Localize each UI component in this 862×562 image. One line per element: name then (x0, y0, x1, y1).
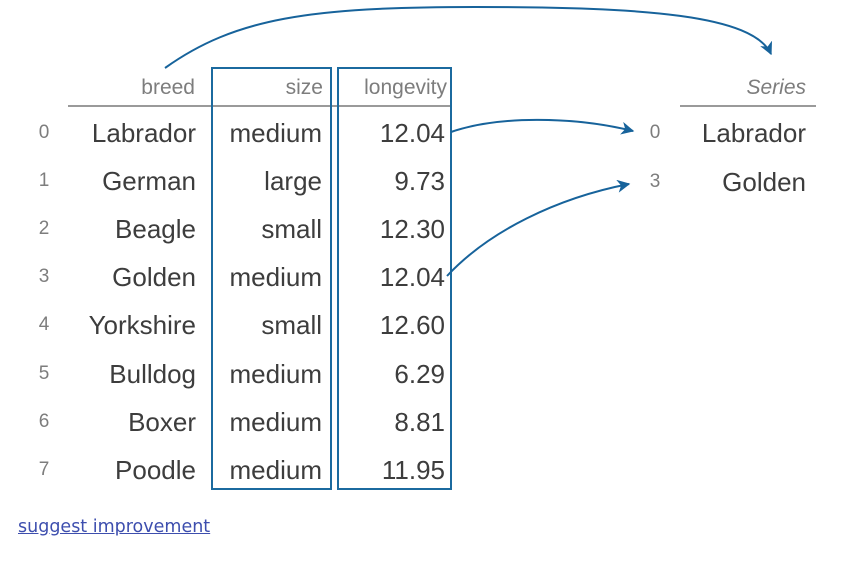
df-cell-size: medium (229, 118, 322, 148)
curved-arrow-breed-to-series-icon (164, 5, 772, 69)
df-cell-breed: Golden (112, 262, 196, 292)
suggest-improvement-link[interactable]: suggest improvement (18, 517, 211, 537)
df-cell-size: small (261, 310, 322, 340)
df-cell-size: large (264, 166, 322, 196)
df-cell-breed: Yorkshire (88, 310, 196, 340)
dataframe-header-rule (68, 105, 452, 107)
df-cell-longevity: 12.60 (379, 310, 445, 340)
df-cell-longevity: 9.73 (394, 166, 445, 196)
df-row-index: 2 (38, 218, 50, 239)
df-row-index: 7 (38, 459, 50, 480)
df-cell-size: medium (229, 262, 322, 292)
df-cell-breed: Boxer (128, 407, 196, 437)
series-row-index: 0 (649, 122, 661, 143)
df-row-index: 4 (38, 314, 50, 335)
df-cell-longevity: 12.04 (379, 118, 445, 148)
df-row-index: 1 (38, 170, 50, 191)
series-header-rule (680, 105, 816, 107)
df-cell-longevity: 8.81 (394, 407, 445, 437)
df-row-index: 0 (38, 122, 50, 143)
df-row-index: 3 (38, 266, 50, 287)
curved-arrow-row3-to-series-icon (446, 179, 631, 277)
series-cell-value: Golden (722, 167, 806, 197)
df-cell-longevity: 11.95 (381, 455, 445, 485)
df-cell-longevity: 12.30 (379, 214, 445, 244)
df-cell-size: small (261, 214, 322, 244)
df-cell-breed: Beagle (115, 214, 196, 244)
series-row-index: 3 (649, 171, 661, 192)
df-cell-breed: Bulldog (109, 359, 196, 389)
df-row-index: 6 (38, 411, 50, 432)
column-header-size: size (285, 76, 323, 99)
df-cell-longevity: 6.29 (394, 359, 445, 389)
series-cell-value: Labrador (701, 118, 806, 148)
df-cell-size: medium (229, 359, 322, 389)
curved-arrow-row0-to-series-icon (450, 118, 635, 135)
df-cell-breed: German (102, 166, 196, 196)
df-cell-size: medium (229, 455, 322, 485)
df-cell-breed: Labrador (91, 118, 196, 148)
column-header-breed: breed (141, 76, 195, 99)
df-cell-size: medium (229, 407, 322, 437)
df-cell-breed: Poodle (115, 455, 196, 485)
series-header: Series (746, 76, 806, 99)
df-cell-longevity: 12.04 (379, 262, 445, 292)
df-row-index: 5 (38, 363, 50, 384)
column-header-longevity: longevity (364, 76, 447, 99)
